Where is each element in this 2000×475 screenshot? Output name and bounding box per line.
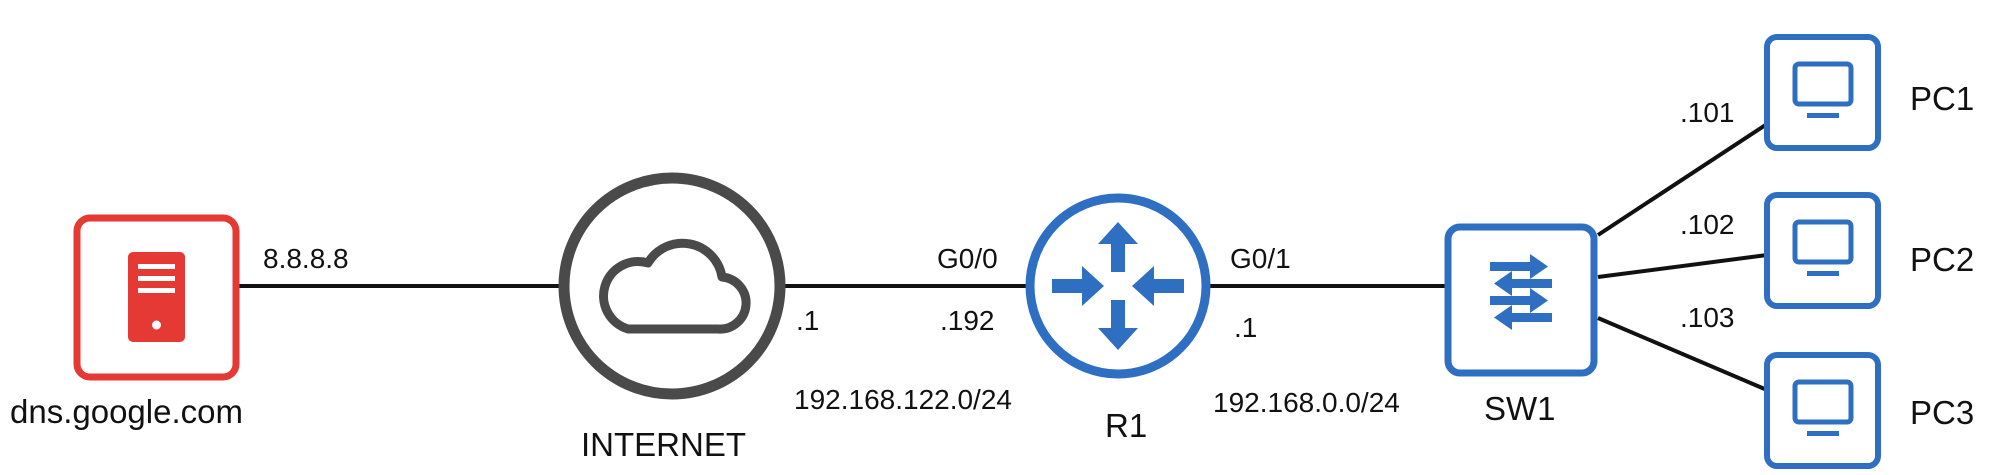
monitor-icon: [1792, 219, 1854, 276]
router-g01-interface-label: G0/1: [1230, 243, 1291, 274]
router-icon: [1052, 222, 1184, 350]
switch-sw1-label: SW1: [1484, 390, 1556, 427]
server-icon: [128, 252, 185, 342]
switch-icon: [1490, 254, 1552, 330]
pc1-label: PC1: [1910, 80, 1974, 117]
pc2-host-label: .102: [1680, 209, 1735, 240]
dns-server-label: dns.google.com: [10, 393, 243, 430]
internet-node[interactable]: [558, 172, 786, 400]
cloud-icon: [599, 238, 751, 334]
pc2-label: PC2: [1910, 241, 1974, 278]
link-switch-pc2: [1597, 253, 1768, 279]
link-switch-pc3: [1597, 316, 1768, 392]
subnet-0-label: 192.168.0.0/24: [1213, 387, 1400, 418]
dns-server-node[interactable]: [73, 214, 240, 381]
router-g00-host-label: .192: [940, 305, 995, 336]
monitor-icon: [1792, 61, 1854, 118]
pc3-node[interactable]: [1764, 352, 1881, 469]
subnet-122-label: 192.168.122.0/24: [794, 384, 1012, 415]
monitor-icon: [1792, 379, 1854, 436]
pc2-node[interactable]: [1764, 192, 1881, 309]
pc3-host-label: .103: [1680, 302, 1735, 333]
internet-host-label: .1: [796, 305, 819, 336]
router-g01-host-label: .1: [1234, 312, 1257, 343]
switch-sw1-node[interactable]: [1444, 223, 1598, 377]
router-g00-interface-label: G0/0: [937, 243, 998, 274]
pc3-label: PC3: [1910, 394, 1974, 431]
internet-label: INTERNET: [581, 426, 746, 463]
pc1-host-label: .101: [1680, 97, 1735, 128]
pc1-node[interactable]: [1764, 34, 1881, 151]
link-switch-pc1: [1596, 122, 1769, 237]
dns-address-label: 8.8.8.8: [263, 243, 349, 274]
router-r1-label: R1: [1105, 407, 1147, 444]
router-r1-node[interactable]: [1025, 193, 1211, 379]
